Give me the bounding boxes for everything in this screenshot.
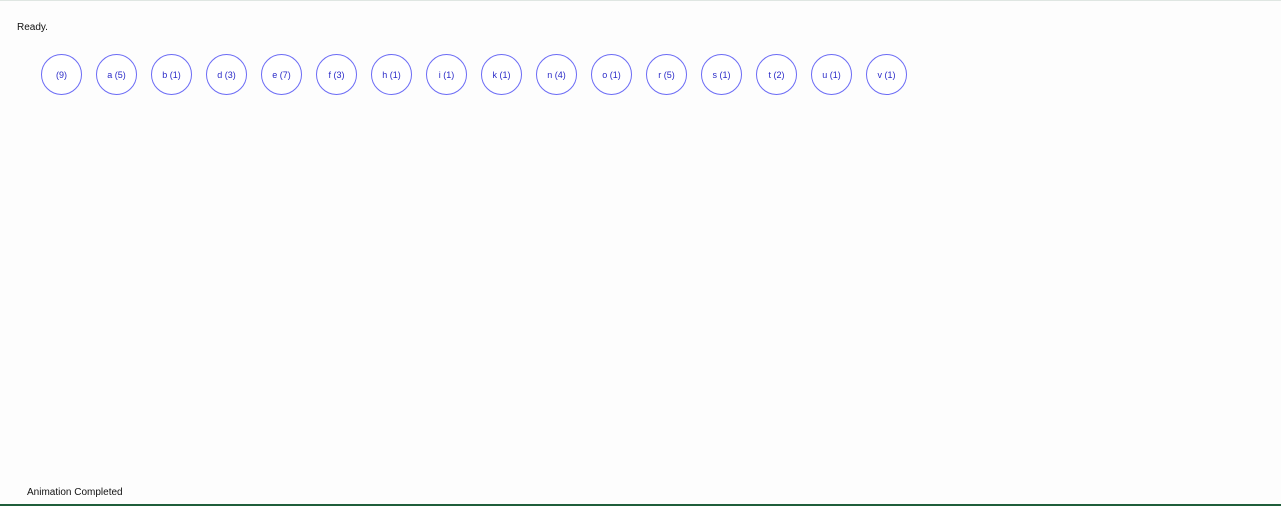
tree-node[interactable]: f (3): [316, 54, 357, 95]
node-label: o (1): [602, 69, 621, 80]
node-label: u (1): [822, 69, 841, 80]
node-label: d (3): [217, 69, 236, 80]
node-label: k (1): [492, 69, 511, 80]
tree-node[interactable]: (9): [41, 54, 82, 95]
tree-node[interactable]: t (2): [756, 54, 797, 95]
tree-node[interactable]: u (1): [811, 54, 852, 95]
tree-node[interactable]: n (4): [536, 54, 577, 95]
node-label: t (2): [768, 69, 785, 80]
node-label: n (4): [547, 69, 566, 80]
tree-node[interactable]: e (7): [261, 54, 302, 95]
tree-node[interactable]: s (1): [701, 54, 742, 95]
bottom-border: [0, 504, 1281, 506]
node-label: i (1): [438, 69, 455, 80]
tree-node[interactable]: v (1): [866, 54, 907, 95]
tree-node[interactable]: o (1): [591, 54, 632, 95]
status-text: Ready.: [17, 22, 48, 33]
node-label: s (1): [712, 69, 731, 80]
node-label: f (3): [328, 69, 345, 80]
tree-node[interactable]: d (3): [206, 54, 247, 95]
node-label: (9): [56, 69, 67, 80]
tree-node[interactable]: h (1): [371, 54, 412, 95]
animation-status: Animation Completed: [27, 487, 123, 498]
tree-node[interactable]: a (5): [96, 54, 137, 95]
node-label: b (1): [162, 69, 181, 80]
node-label: e (7): [272, 69, 291, 80]
node-label: a (5): [107, 69, 126, 80]
node-row: (9) a (5) b (1) d (3) e (7) f (3) h (1) …: [41, 54, 907, 95]
tree-node[interactable]: b (1): [151, 54, 192, 95]
tree-node[interactable]: r (5): [646, 54, 687, 95]
node-label: v (1): [877, 69, 896, 80]
node-label: h (1): [382, 69, 401, 80]
tree-node[interactable]: k (1): [481, 54, 522, 95]
node-label: r (5): [658, 69, 675, 80]
tree-node[interactable]: i (1): [426, 54, 467, 95]
